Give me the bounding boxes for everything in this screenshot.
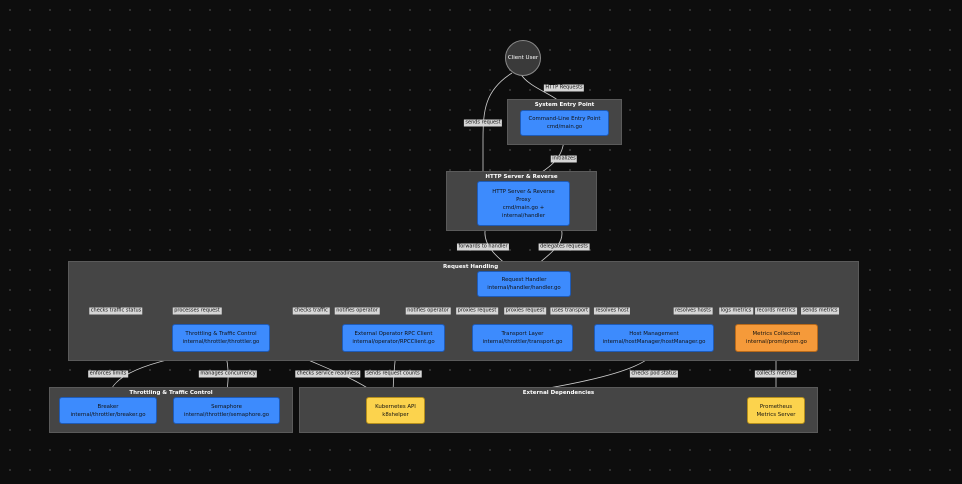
node-title: Prometheus bbox=[759, 403, 793, 410]
node-title: Request Handler bbox=[501, 277, 547, 283]
cli-entry-node[interactable]: Command-Line Entry Point cmd/main.go bbox=[520, 110, 609, 136]
edge-label: initializes bbox=[550, 155, 578, 163]
node-path: internal/hostManager/hostManager.go bbox=[602, 339, 706, 345]
group-title: HTTP Server & Reverse bbox=[485, 174, 558, 180]
edge-label: notifies operator bbox=[405, 307, 451, 315]
edge-label: processes request bbox=[172, 307, 222, 315]
node-title: Metrics Collection bbox=[752, 331, 801, 337]
node-path: internal/handler/handler.go bbox=[487, 285, 561, 291]
node-title: HTTP Server & Reverse bbox=[492, 188, 555, 195]
node-title: Host Management bbox=[629, 331, 679, 337]
node-path: internal/handler bbox=[501, 212, 546, 219]
node-path: k8shelper bbox=[382, 411, 409, 418]
edge-label: HTTP Requests bbox=[543, 84, 585, 92]
http-server-node[interactable]: HTTP Server & Reverse Proxy cmd/main.go … bbox=[477, 181, 570, 226]
edge-label: forwards to handler bbox=[456, 243, 510, 251]
edge-label: proxies request bbox=[504, 307, 546, 315]
edge-label: uses transport bbox=[550, 307, 590, 315]
breaker-node[interactable]: Breaker internal/throttler/breaker.go bbox=[59, 397, 157, 424]
node-title: Breaker bbox=[97, 403, 119, 410]
group-title: External Dependencies bbox=[522, 390, 595, 396]
group-title: Throttling & Traffic Control bbox=[129, 390, 213, 396]
edge-label: enforces limits bbox=[88, 370, 128, 378]
edge-label: records metrics bbox=[755, 307, 797, 315]
node-path: Metrics Server bbox=[756, 411, 796, 418]
node-path: internal/throttler/breaker.go bbox=[70, 411, 146, 418]
node-title: Kubernetes API bbox=[375, 403, 416, 410]
node-label: Client User bbox=[507, 55, 539, 61]
metrics-collection-node[interactable]: Metrics Collection internal/prom/prom.go bbox=[735, 324, 818, 352]
kubernetes-api-node[interactable]: Kubernetes API k8shelper bbox=[366, 397, 425, 424]
edge-sends-request bbox=[480, 72, 513, 181]
node-path: internal/throttler/transport.go bbox=[482, 339, 563, 345]
edge-label: sends metrics bbox=[801, 307, 839, 315]
client-user-node[interactable]: Client User bbox=[505, 40, 541, 76]
node-path: internal/operator/RPCClient.go bbox=[352, 339, 435, 345]
edge-label: notifies operator bbox=[334, 307, 380, 315]
edge-label: delegates requests bbox=[538, 243, 590, 251]
node-title: Command-Line Entry Point bbox=[528, 116, 601, 122]
edge-label: checks pod status bbox=[629, 370, 679, 378]
edge-label: checks traffic bbox=[292, 307, 330, 315]
prometheus-node[interactable]: Prometheus Metrics Server bbox=[747, 397, 805, 424]
node-path: internal/throttler/semaphore.go bbox=[183, 411, 270, 418]
node-title: Throttling & Traffic Control bbox=[185, 331, 257, 337]
node-title: Semaphore bbox=[211, 403, 242, 410]
edge-label: checks traffic status bbox=[89, 307, 143, 315]
host-management-node[interactable]: Host Management internal/hostManager/hos… bbox=[594, 324, 714, 352]
node-path: cmd/main.go + bbox=[502, 204, 545, 211]
edge-label: manages concurrency bbox=[198, 370, 258, 378]
edge-label: logs metrics bbox=[719, 307, 753, 315]
edge-label: resolves hosts bbox=[673, 307, 713, 315]
edge-label: resolves host bbox=[593, 307, 631, 315]
transport-node[interactable]: Transport Layer internal/throttler/trans… bbox=[472, 324, 573, 352]
node-title: Proxy bbox=[516, 196, 531, 203]
edge-label: checks service readiness bbox=[295, 370, 361, 378]
request-handler-node[interactable]: Request Handler internal/handler/handler… bbox=[477, 271, 571, 297]
group-title: Request Handling bbox=[443, 264, 499, 270]
edge-label: sends request counts bbox=[364, 370, 422, 378]
node-title: Transport Layer bbox=[501, 331, 544, 337]
edge-label: proxies request bbox=[456, 307, 498, 315]
edge-label: collects metrics bbox=[754, 370, 798, 378]
semaphore-node[interactable]: Semaphore internal/throttler/semaphore.g… bbox=[173, 397, 280, 424]
node-path: cmd/main.go bbox=[546, 124, 583, 130]
node-path: internal/prom/prom.go bbox=[746, 339, 807, 345]
node-path: internal/throttler/throttler.go bbox=[182, 339, 260, 345]
throttler-node[interactable]: Throttling & Traffic Control internal/th… bbox=[172, 324, 270, 352]
edge-label: sends request bbox=[463, 119, 503, 127]
rpc-client-node[interactable]: External Operator RPC Client internal/op… bbox=[342, 324, 445, 352]
group-title: System Entry Point bbox=[534, 102, 595, 108]
node-title: External Operator RPC Client bbox=[354, 331, 433, 337]
